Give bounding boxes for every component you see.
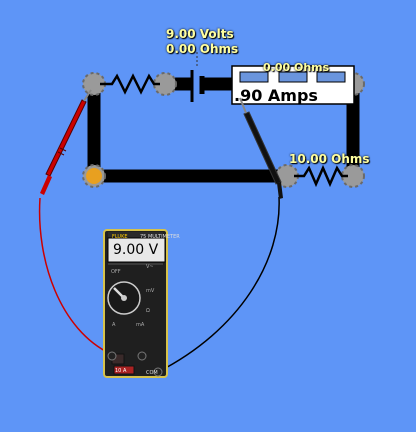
jack-com[interactable] <box>153 367 163 377</box>
battery-voltage-label: 9.00 Volts <box>166 27 234 41</box>
multimeter[interactable]: V~ OFF mV Ω A mA 10 A COM <box>103 229 168 378</box>
jack-label-plate <box>113 365 135 375</box>
red-probe-lead <box>38 197 112 355</box>
dial-label-a: A <box>112 322 116 328</box>
multimeter-display: 9.00 V <box>113 242 159 258</box>
ammeter[interactable] <box>231 65 355 105</box>
jack-10a[interactable] <box>107 351 117 361</box>
multimeter-brand: FLUKE <box>112 234 128 240</box>
battery[interactable] <box>190 52 205 102</box>
resistor-2-label: 10.00 Ohms <box>289 152 370 166</box>
black-probe-lead <box>157 196 280 373</box>
black-probe[interactable] <box>239 97 283 199</box>
resistor-1[interactable] <box>100 73 160 95</box>
jack-ma[interactable] <box>137 351 147 361</box>
ammeter-resistance-label: 0.00 Ohms <box>263 61 330 74</box>
dial-label-mv: mV <box>146 288 155 294</box>
dial-label-v-ac: V~ <box>146 264 154 270</box>
jack-label-com: COM <box>146 370 158 376</box>
junction-bottom-right[interactable] <box>341 164 365 188</box>
jack-label-10a: 10 A <box>115 368 127 374</box>
junction-highlight <box>86 168 102 184</box>
battery-resistance-label: 0.00 Ohms <box>166 42 239 56</box>
resistor-2[interactable] <box>294 164 348 188</box>
junction-top-mid[interactable] <box>153 72 177 96</box>
ammeter-current-readout: .90 Amps <box>234 86 318 105</box>
dial-label-off: OFF <box>111 269 121 275</box>
red-probe[interactable] <box>40 89 92 195</box>
dial-label-ma: mA <box>136 322 145 328</box>
dial-label-ohm: Ω <box>146 308 150 314</box>
multimeter-model: 75 MULTIMETER <box>140 234 180 240</box>
